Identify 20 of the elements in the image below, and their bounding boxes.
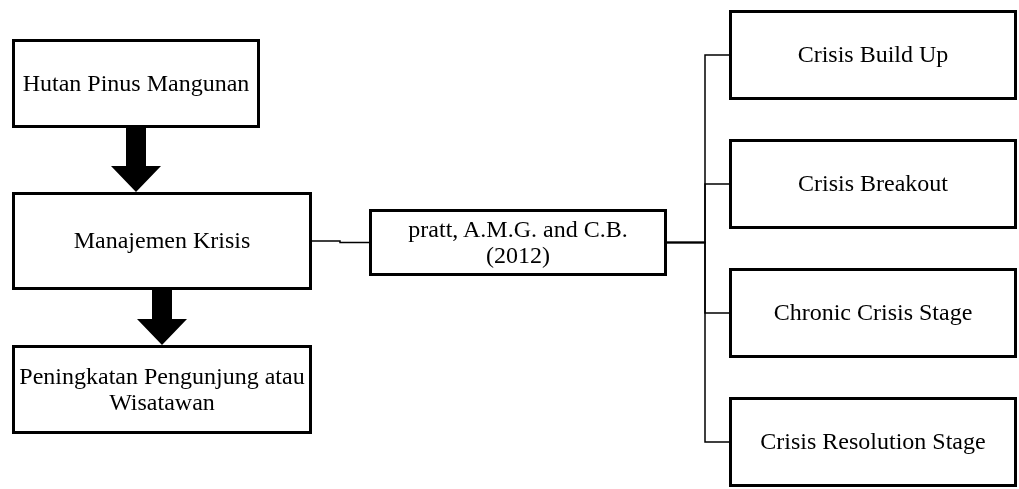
text-box — [12, 39, 260, 128]
text-box — [12, 192, 312, 290]
box-label: pratt, A.M.G. and C.B. (2012) — [407, 217, 629, 268]
text-box — [369, 209, 667, 276]
block-arrow — [111, 128, 161, 192]
text-box — [729, 10, 1017, 100]
box-label: Crisis Resolution Stage — [760, 429, 986, 455]
text-box — [12, 345, 312, 434]
box-label: Peningkatan Pengunjung atau Wisatawan — [19, 364, 305, 415]
text-box — [729, 139, 1017, 229]
text-box — [729, 268, 1017, 358]
box-label: Hutan Pinus Mangunan — [22, 70, 250, 97]
box-label: Crisis Build Up — [797, 42, 949, 68]
box-label: Crisis Breakout — [798, 171, 948, 197]
block-arrow — [137, 290, 187, 345]
connector-line — [311, 240, 370, 244]
connector-line — [666, 241, 730, 443]
text-box — [729, 397, 1017, 487]
box-label: Chronic Crisis Stage — [773, 300, 973, 326]
box-label: Manajemen Krisis — [73, 228, 251, 254]
